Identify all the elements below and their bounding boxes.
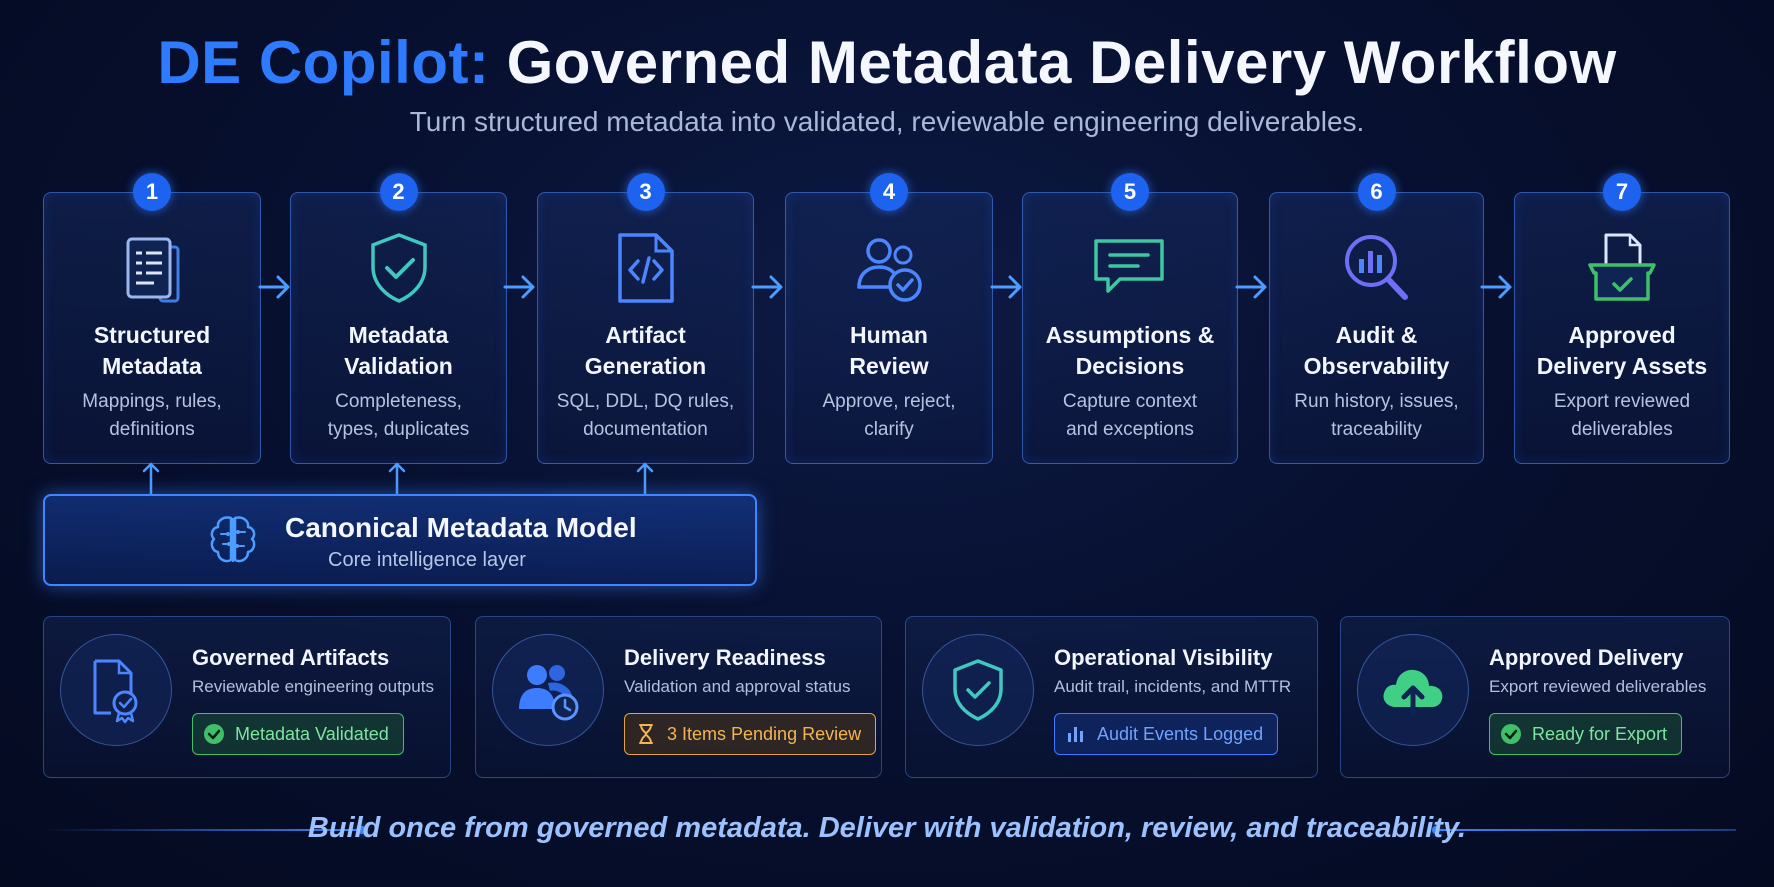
flow-arrow-icon xyxy=(751,275,783,299)
check-circle-icon xyxy=(204,724,224,744)
step-number-badge: 1 xyxy=(133,173,171,211)
page-subtitle: Turn structured metadata into validated,… xyxy=(409,106,1365,137)
shield-check-icon xyxy=(953,659,1003,721)
step-description: Export reviewed deliverables xyxy=(1553,391,1691,440)
step-title: Approved Delivery Assets xyxy=(1536,322,1708,379)
step-card-4: 4 Human Review Approve, reject, clarify xyxy=(785,173,993,464)
status-badge: Audit Events Logged xyxy=(1054,713,1279,755)
status-text: 3 Items Pending Review xyxy=(667,723,862,744)
canonical-model-panel: Canonical Metadata Model Core intelligen… xyxy=(43,494,757,586)
up-arrow-icon xyxy=(636,462,654,496)
status-text: Ready for Export xyxy=(1532,723,1668,744)
step-number-badge: 7 xyxy=(1603,173,1641,211)
step-description: Mappings, rules, definitions xyxy=(82,391,222,440)
card-approved-delivery: Approved Delivery Export reviewed delive… xyxy=(1340,616,1730,778)
check-circle-icon xyxy=(1501,724,1521,744)
chat-bubble-icon xyxy=(1094,239,1164,293)
card-icon-circle xyxy=(922,634,1034,746)
users-check-icon xyxy=(857,238,922,302)
title-accent: DE Copilot: xyxy=(157,29,490,96)
flow-arrow-icon xyxy=(1480,275,1512,299)
step-number-badge: 4 xyxy=(870,173,908,211)
status-text: Metadata Validated xyxy=(235,723,389,744)
flow-arrow-icon xyxy=(1235,275,1267,299)
step-number-badge: 5 xyxy=(1111,173,1149,211)
step-title: Metadata Validation xyxy=(344,322,453,379)
card-title: Operational Visibility xyxy=(1054,645,1273,670)
card-icon-circle xyxy=(492,634,604,746)
up-arrow-icon xyxy=(142,462,160,496)
step-description: Capture context and exceptions xyxy=(1062,391,1198,440)
step-card-1: 1 Structured Metadata Mappings, rules, d… xyxy=(43,173,261,464)
code-file-icon xyxy=(617,233,674,303)
bar-chart-icon xyxy=(1068,727,1083,742)
step-description: Approve, reject, clarify xyxy=(822,391,956,440)
magnifier-chart-icon xyxy=(1344,235,1408,300)
card-operational-visibility: Operational Visibility Audit trail, inci… xyxy=(905,616,1318,778)
canonical-model-subtitle: Core intelligence layer xyxy=(328,549,526,571)
cloud-upload-icon xyxy=(1383,669,1443,716)
step-card-5: 5 Assumptions & Decisions Capture contex… xyxy=(1022,173,1238,464)
flow-arrow-icon xyxy=(503,275,535,299)
certified-file-icon xyxy=(93,659,138,724)
step-card-6: 6 Audit & Observability Run history, iss… xyxy=(1269,173,1484,464)
step-card-2: 2 Metadata Validation Completeness, type… xyxy=(290,173,507,464)
step-title: Audit & Observability xyxy=(1303,322,1450,379)
page-title: DE Copilot: Governed Metadata Delivery W… xyxy=(0,28,1774,97)
status-badge: 3 Items Pending Review xyxy=(624,713,877,755)
status-badge: Ready for Export xyxy=(1489,713,1683,755)
card-title: Governed Artifacts xyxy=(192,645,390,670)
step-description: SQL, DDL, DQ rules, documentation xyxy=(556,391,735,440)
card-title: Delivery Readiness xyxy=(624,645,826,670)
step-number-badge: 3 xyxy=(626,173,665,211)
step-description: Run history, issues, traceability xyxy=(1294,391,1459,440)
card-description: Export reviewed deliverables xyxy=(1489,677,1707,696)
step-number-badge: 2 xyxy=(379,173,418,211)
title-main: Governed Metadata Delivery Workflow xyxy=(506,29,1617,96)
step-title: Human Review xyxy=(849,322,929,379)
canonical-model-title: Canonical Metadata Model xyxy=(285,512,637,543)
card-icon-circle xyxy=(1357,634,1469,746)
footer-divider-left xyxy=(40,829,362,831)
brain-icon xyxy=(210,516,256,563)
flow-arrow-icon xyxy=(258,275,290,299)
step-title: Structured Metadata xyxy=(93,322,211,379)
flow-arrow-icon xyxy=(990,275,1022,299)
status-text: Audit Events Logged xyxy=(1097,723,1264,744)
card-description: Validation and approval status xyxy=(624,677,851,696)
document-box-icon xyxy=(1588,233,1656,301)
card-icon-circle xyxy=(60,634,172,746)
card-delivery-readiness: Delivery Readiness Validation and approv… xyxy=(475,616,882,778)
step-card-3: 3 Artifact Generation SQL, DDL, DQ rules… xyxy=(537,173,754,464)
hourglass-icon xyxy=(639,724,653,744)
status-badge: Metadata Validated xyxy=(192,713,404,755)
up-arrow-icon xyxy=(388,462,406,496)
card-description: Audit trail, incidents, and MTTR xyxy=(1054,677,1292,696)
step-title: Assumptions & Decisions xyxy=(1045,322,1215,379)
step-title: Artifact Generation xyxy=(584,322,707,379)
footer-tagline: Build once from governed metadata. Deliv… xyxy=(307,812,1467,844)
shield-check-icon xyxy=(370,233,427,303)
step-number-badge: 6 xyxy=(1357,173,1396,211)
card-governed-artifacts: Governed Artifacts Reviewable engineerin… xyxy=(43,616,451,778)
footer-divider-right xyxy=(1436,829,1736,831)
step-description: Completeness, types, duplicates xyxy=(327,391,470,440)
card-description: Reviewable engineering outputs xyxy=(192,677,434,696)
team-clock-icon xyxy=(519,665,579,721)
card-title: Approved Delivery xyxy=(1489,645,1684,670)
step-card-7: 7 Approved Delivery Assets Export review… xyxy=(1514,173,1730,464)
footer-dot-left xyxy=(358,826,366,834)
document-list-icon xyxy=(126,237,180,303)
